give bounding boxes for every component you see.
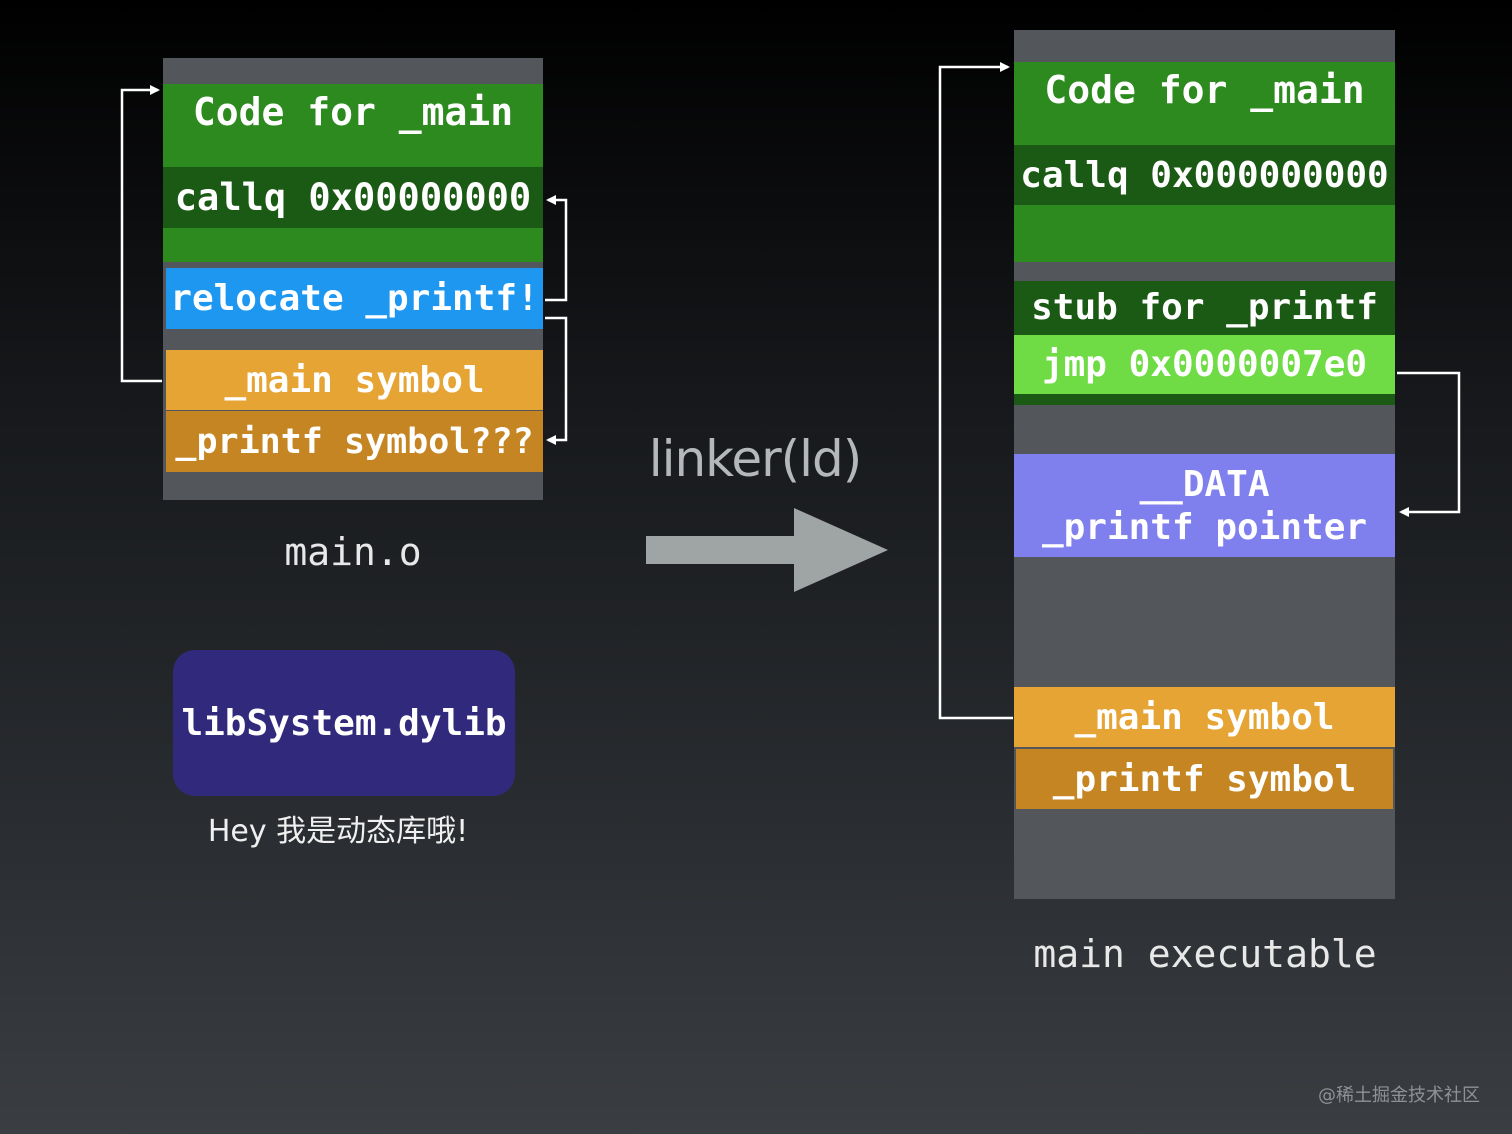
exec-symbol-to-code-connector: [938, 62, 1013, 720]
main-o-callq-label: callq 0x00000000: [174, 176, 532, 219]
main-o-symbol-to-code-connector: [120, 85, 162, 383]
main-o-main-symbol-label: _main symbol: [224, 359, 485, 401]
exec-printf-symbol-block: _printf symbol: [1016, 749, 1393, 809]
main-o-relocate-to-printf-connector: [545, 316, 568, 445]
main-o-printf-symbol-label: _printf symbol???: [175, 421, 534, 462]
main-o-caption: main.o: [284, 530, 422, 574]
exec-main-symbol-label: _main symbol: [1074, 696, 1335, 738]
main-o-code-label: Code for _main: [192, 90, 514, 134]
exec-stub-label: stub for _printf: [1031, 287, 1378, 328]
main-o-callq-block: callq 0x00000000: [163, 167, 543, 228]
main-o-main-symbol-block: _main symbol: [166, 350, 543, 410]
exec-code-label: Code for _main: [1044, 68, 1365, 112]
exec-printf-symbol-label: _printf symbol: [1052, 758, 1357, 800]
linker-arrow-icon: [646, 508, 888, 592]
exec-data-label: __DATA: [1139, 463, 1270, 505]
exec-pointer-label: _printf pointer: [1041, 506, 1368, 548]
watermark: @稀土掘金技术社区: [1318, 1085, 1480, 1106]
exec-jmp-label: jmp 0x0000007e0: [1041, 344, 1368, 385]
exec-main-symbol-block: _main symbol: [1014, 687, 1395, 747]
main-o-relocate-to-callq-connector: [545, 195, 568, 302]
exec-caption: main executable: [1033, 932, 1377, 976]
exec-jmp-block: jmp 0x0000007e0: [1014, 335, 1395, 394]
exec-callq-label: callq 0x000000000: [1020, 154, 1389, 196]
main-o-code-bottom: [163, 228, 543, 262]
exec-data-block: __DATA _printf pointer: [1014, 454, 1395, 557]
main-o-relocate-label: relocate _printf!: [170, 278, 539, 319]
linker-label: linker(ld): [648, 430, 863, 488]
main-o-relocate-block: relocate _printf!: [166, 268, 543, 329]
exec-jmp-to-pointer-connector: [1397, 371, 1461, 517]
exec-callq-block: callq 0x000000000: [1014, 145, 1395, 205]
main-o-printf-symbol-block: _printf symbol???: [166, 411, 543, 472]
dylib-caption: Hey 我是动态库哦!: [207, 814, 469, 849]
dylib-box: libSystem.dylib: [173, 650, 515, 796]
dylib-name: libSystem.dylib: [181, 702, 507, 744]
